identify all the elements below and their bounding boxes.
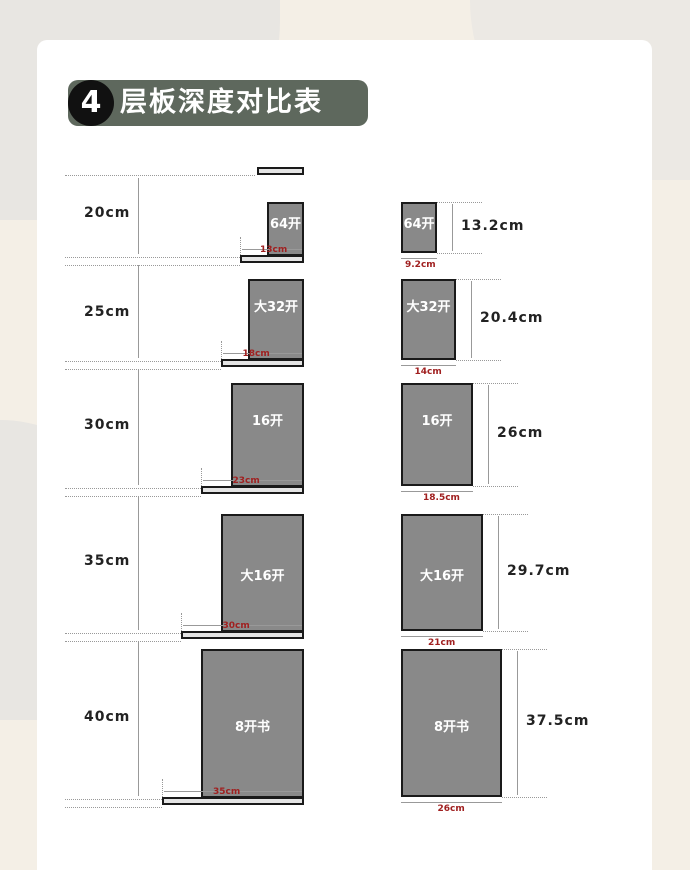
guide-line <box>65 633 181 634</box>
shelf-depth-label: 35cm <box>213 787 241 797</box>
section-number-badge: 4 <box>68 80 114 126</box>
book-front-view: 16开 <box>401 383 473 486</box>
book-side-view: 8开书 <box>201 649 304 798</box>
content-card <box>37 40 652 870</box>
depth-arrow <box>223 353 302 354</box>
shelf-depth-label: 13cm <box>260 245 288 255</box>
book-front-view: 大32开 <box>401 279 456 360</box>
book-height-label: 29.7cm <box>507 562 571 579</box>
height-arrow <box>138 497 139 630</box>
depth-arrow <box>242 249 302 250</box>
book-height-label: 37.5cm <box>526 713 590 729</box>
guide-line <box>65 807 162 808</box>
guide-line <box>437 202 482 203</box>
book-height-label: 13.2cm <box>461 217 525 234</box>
book-side-view: 64开 <box>267 202 304 256</box>
shelf-board <box>221 359 304 367</box>
book-height-arrow <box>452 204 453 251</box>
book-front-view: 64开 <box>401 202 437 253</box>
book-height-arrow <box>471 281 472 358</box>
section-title: 层板深度对比表 <box>68 80 368 126</box>
shelf-board <box>240 255 304 263</box>
book-height-arrow <box>498 516 499 629</box>
book-width-arrow <box>401 258 437 259</box>
guide-line <box>437 253 482 254</box>
guide-line <box>456 279 501 280</box>
book-front-view: 大16开 <box>401 514 483 631</box>
depth-arrow <box>164 791 302 792</box>
guide-line <box>473 486 518 487</box>
depth-guide <box>201 468 202 486</box>
shelf-depth-label: 30cm <box>222 621 250 631</box>
book-height-label: 20.4cm <box>480 309 544 326</box>
shelf-height-label: 30cm <box>84 417 131 433</box>
book-side-view: 16开 <box>231 383 304 487</box>
depth-guide <box>240 237 241 255</box>
book-side-view: 大16开 <box>221 514 304 632</box>
shelf-board <box>162 797 304 805</box>
depth-arrow <box>203 480 302 481</box>
guide-line <box>65 257 240 258</box>
guide-line <box>502 797 547 798</box>
depth-guide <box>221 341 222 359</box>
guide-line <box>502 649 547 650</box>
guide-line <box>483 514 528 515</box>
shelf-board <box>181 631 304 639</box>
shelf-board <box>201 486 304 494</box>
book-width-arrow <box>401 491 473 492</box>
guide-line <box>65 361 221 362</box>
guide-line <box>65 496 201 497</box>
guide-line <box>65 641 181 642</box>
depth-guide <box>181 613 182 631</box>
shelf-height-label: 40cm <box>84 709 131 725</box>
shelf-height-label: 20cm <box>84 205 131 221</box>
book-width-label: 21cm <box>428 638 456 648</box>
guide-line <box>456 360 501 361</box>
book-width-label: 9.2cm <box>405 260 436 270</box>
guide-line <box>65 175 255 176</box>
height-arrow <box>138 370 139 485</box>
book-width-arrow <box>401 365 456 366</box>
shelf-depth-label: 23cm <box>232 476 260 486</box>
height-arrow <box>138 265 139 358</box>
shelf-depth-label: 18cm <box>242 349 270 359</box>
guide-line <box>65 265 240 266</box>
shelf-height-label: 35cm <box>84 553 131 569</box>
guide-line <box>473 383 518 384</box>
book-height-label: 26cm <box>497 424 544 441</box>
book-width-arrow <box>401 636 483 637</box>
shelf-height-label: 25cm <box>84 304 131 320</box>
top-shelf-board <box>257 167 304 175</box>
book-front-view: 8开书 <box>401 649 502 797</box>
depth-arrow <box>183 625 302 626</box>
guide-line <box>65 799 162 800</box>
height-arrow <box>138 642 139 796</box>
depth-guide <box>162 779 163 797</box>
book-width-label: 18.5cm <box>423 493 460 503</box>
book-width-label: 14cm <box>414 367 442 377</box>
book-side-view: 大32开 <box>248 279 304 360</box>
book-height-arrow <box>517 651 518 795</box>
book-width-arrow <box>401 802 502 803</box>
guide-line <box>483 631 528 632</box>
height-arrow <box>138 178 139 254</box>
guide-line <box>65 369 221 370</box>
book-width-label: 26cm <box>437 804 465 814</box>
book-height-arrow <box>488 385 489 484</box>
guide-line <box>65 488 201 489</box>
